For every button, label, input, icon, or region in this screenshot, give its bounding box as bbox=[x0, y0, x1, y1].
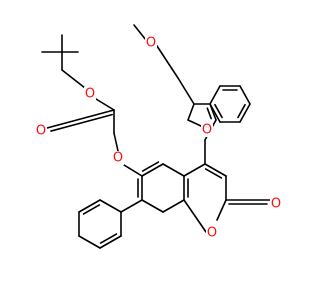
double-bond-11 bbox=[206, 107, 213, 120]
bond-4 bbox=[61, 69, 86, 89]
bond-42 bbox=[78, 199, 101, 213]
bond-43 bbox=[99, 199, 122, 213]
bond-40 bbox=[78, 235, 101, 249]
bond-27 bbox=[187, 119, 202, 127]
bond-33 bbox=[209, 103, 221, 123]
bond-31 bbox=[239, 103, 251, 123]
atom-label-layer: O O O O O O O bbox=[35, 36, 282, 241]
bond-6 bbox=[46, 109, 115, 129]
atom-furan-o: O bbox=[201, 123, 213, 138]
svg-text:O: O bbox=[146, 36, 156, 51]
double-bond-7 bbox=[237, 103, 246, 119]
double-bond-3 bbox=[204, 168, 223, 179]
bond-5 bbox=[95, 98, 115, 111]
bond-39 bbox=[99, 235, 122, 249]
bond-20 bbox=[183, 199, 207, 233]
svg-text:O: O bbox=[271, 197, 281, 212]
svg-text:O: O bbox=[85, 87, 95, 102]
bond-16 bbox=[183, 163, 206, 177]
svg-text:O: O bbox=[202, 123, 212, 138]
atom-ester-carbonyl-o: O bbox=[35, 124, 47, 139]
bond-14 bbox=[162, 163, 185, 177]
bond-34 bbox=[177, 77, 195, 105]
bond-35 bbox=[156, 45, 179, 79]
bond-15 bbox=[141, 163, 164, 177]
bond-layer bbox=[41, 24, 271, 249]
molecule-structure: O O O O O O O bbox=[35, 24, 282, 249]
double-bond-4 bbox=[50, 113, 113, 132]
bond-9 bbox=[123, 164, 143, 177]
bond-17 bbox=[204, 163, 227, 177]
bond-36 bbox=[133, 24, 147, 41]
bond-26 bbox=[187, 103, 195, 121]
bond-28 bbox=[209, 85, 221, 105]
bond-11 bbox=[141, 199, 164, 213]
svg-text:O: O bbox=[207, 226, 217, 241]
bond-12 bbox=[162, 199, 185, 213]
svg-text:O: O bbox=[113, 151, 123, 166]
double-bond-8 bbox=[214, 103, 223, 119]
double-bond-10 bbox=[82, 204, 101, 215]
bond-30 bbox=[239, 85, 251, 105]
bond-8 bbox=[113, 132, 119, 152]
atom-ring-o: O bbox=[206, 226, 218, 241]
bond-19 bbox=[216, 199, 227, 221]
atom-lactone-carbonyl-o: O bbox=[270, 197, 282, 212]
bond-37 bbox=[120, 199, 143, 213]
double-bond-2 bbox=[141, 161, 160, 172]
atom-ester-single-o: O bbox=[84, 87, 96, 102]
double-bond-9 bbox=[99, 233, 118, 244]
atom-ether-o: O bbox=[112, 151, 124, 166]
svg-text:O: O bbox=[36, 124, 46, 139]
atom-methoxy-o: O bbox=[145, 36, 157, 51]
